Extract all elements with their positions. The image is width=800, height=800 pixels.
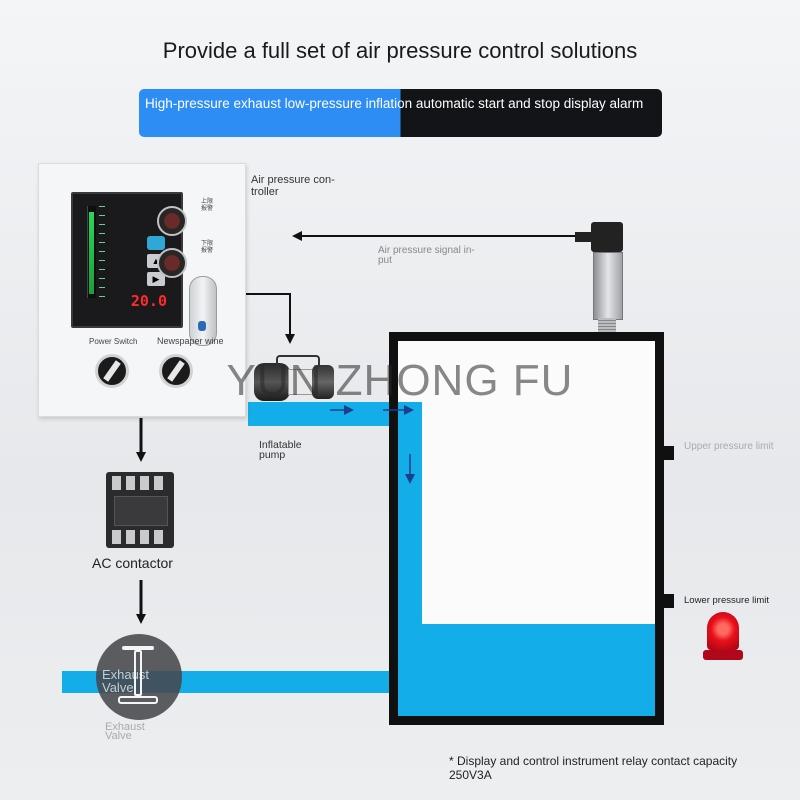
second-switch-knob[interactable] (159, 354, 193, 388)
page-title: Provide a full set of air pressure contr… (162, 38, 638, 63)
pump-wire (243, 293, 295, 344)
valve-stem (134, 650, 142, 696)
exhaust-valve-label: Exhaust Valve (105, 721, 145, 742)
upper-alarm-label: 上限报警 (201, 199, 214, 212)
air-pressure-controller: ▲ ▶ 20.0 上限报警 下限报警 Power Switch Newspape… (38, 163, 246, 417)
tank-water (398, 624, 655, 716)
pressure-tank (389, 332, 674, 725)
sensor-body (593, 252, 623, 320)
sensor-thread (598, 318, 616, 332)
display-module: ▲ ▶ 20.0 (71, 192, 183, 328)
bar-gauge (87, 206, 96, 298)
contactor-bottom-terminals (112, 530, 168, 544)
contactor-face (114, 496, 168, 526)
pressure-sensor (575, 222, 627, 334)
contactor-top-terminals (112, 476, 168, 490)
power-switch-label: Power Switch (89, 337, 138, 346)
inlet-pipe (248, 402, 400, 426)
pressure-readout: 20.0 (130, 292, 167, 310)
pump-motor (254, 363, 290, 401)
tank-wall-right (655, 332, 664, 725)
footnote: * Display and control instrument relay c… (449, 754, 738, 782)
controller-label: Air pressure con- troller (251, 174, 335, 198)
sensor-cable (575, 232, 593, 242)
exhaust-valve-overlay-label: Exhaust Valve (102, 667, 149, 695)
lock-icon (198, 321, 206, 331)
upper-limit-tick (664, 446, 674, 460)
valve-base (118, 696, 158, 704)
feature-banner: High-pressure exhaust low-pressure infla… (139, 89, 662, 137)
set-button[interactable] (147, 236, 165, 250)
tank-wall-top (389, 332, 664, 341)
lower-limit-tick (664, 594, 674, 608)
second-knob-grip (167, 360, 185, 382)
upper-limit-label: Upper pressure limit (684, 441, 774, 452)
signal-input-label: Air pressure signal in- put (378, 245, 475, 266)
ac-contactor (106, 472, 174, 548)
valve-icon (118, 646, 158, 708)
upper-alarm-lamp (157, 206, 187, 236)
pump-handle (276, 355, 320, 365)
lower-alarm-label: 下限报警 (201, 241, 214, 254)
alarm-light (703, 612, 743, 662)
power-knob-grip (103, 360, 121, 382)
alarm-base (703, 650, 743, 660)
exhaust-valve: Exhaust Valve (96, 634, 182, 720)
bar-gauge-ticks (99, 206, 105, 298)
lower-alarm-lamp (157, 248, 187, 278)
down-button[interactable]: ▶ (147, 272, 165, 286)
valve-top-bar (122, 646, 154, 650)
sensor-connector (591, 222, 623, 252)
inflatable-pump-label: Inflatable pump (259, 439, 302, 461)
inflatable-pump (254, 355, 334, 409)
pump-head (312, 365, 334, 399)
power-switch-knob[interactable] (95, 354, 129, 388)
alarm-dome (707, 612, 739, 650)
bar-gauge-fill (89, 212, 94, 294)
lower-limit-label: Lower pressure limit (684, 595, 769, 606)
tank-wall-left (389, 332, 398, 725)
ac-contactor-label: AC contactor (92, 555, 173, 571)
pump-label-plate (288, 369, 316, 395)
second-switch-label: Newspaper wine (157, 336, 224, 346)
tank-wall-bottom (389, 716, 664, 725)
door-handle[interactable] (189, 276, 217, 346)
